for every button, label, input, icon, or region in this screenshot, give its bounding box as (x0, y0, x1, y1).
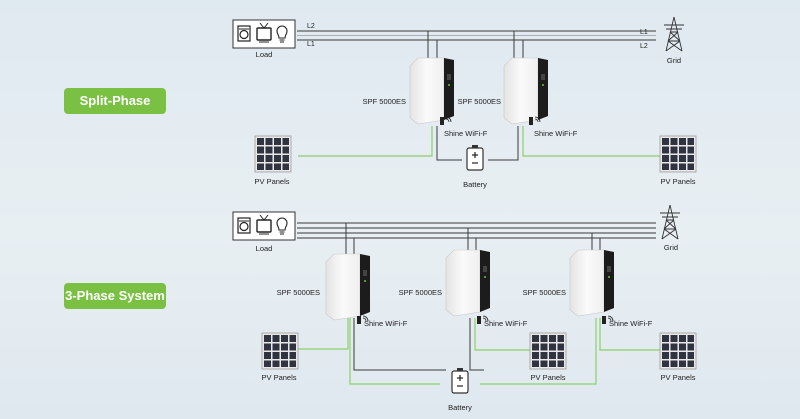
split-inverter-2 (503, 57, 549, 125)
three-phase-pv-3-label: PV Panels (660, 373, 696, 382)
three-phase-badge: 3-Phase System (64, 283, 166, 309)
split-inverter-1-label: SPF 5000ES (362, 97, 406, 106)
three-phase-pv-1-icon (261, 332, 299, 370)
three-phase-wifi-2-label: Shine WiFi-F (484, 319, 528, 328)
three-phase-wiring (297, 222, 660, 385)
split-load-label: Load (255, 50, 273, 59)
three-phase-battery-icon (451, 367, 469, 394)
split-phase-wiring (297, 30, 660, 161)
three-phase-inverter-2 (445, 249, 491, 317)
three-phase-inverter-3-label: SPF 5000ES (522, 288, 566, 297)
three-phase-pv-1-label: PV Panels (261, 373, 297, 382)
three-phase-load-label: Load (255, 244, 273, 253)
split-wire-l1-label: L1 (307, 41, 315, 48)
split-phase-badge: Split-Phase (64, 88, 166, 114)
split-pv-right-icon (659, 135, 697, 173)
split-battery-icon (466, 144, 484, 171)
three-phase-wifi-1-label: Shine WiFi-F (364, 319, 408, 328)
split-grid-wire-l2-label: L2 (640, 43, 648, 50)
three-phase-pv-3-icon (659, 332, 697, 370)
three-phase-inverter-1-label: SPF 5000ES (276, 288, 320, 297)
three-phase-inverter-2-label: SPF 5000ES (398, 288, 442, 297)
split-grid-wire-l1-label: L1 (640, 29, 648, 36)
three-phase-pv-2-label: PV Panels (530, 373, 566, 382)
three-phase-battery-label: Battery (448, 403, 472, 412)
split-pv-left-icon (254, 135, 292, 173)
three-phase-inverter-1 (325, 253, 371, 321)
split-wifi-1-label: Shine WiFi-F (444, 129, 488, 138)
split-wifi-2-label: Shine WiFi-F (534, 129, 578, 138)
three-phase-grid-label: Grid (663, 243, 679, 252)
split-pv-right-label: PV Panels (660, 177, 696, 186)
split-inverter-1 (409, 57, 455, 125)
split-wire-l2-label: L2 (307, 23, 315, 30)
split-load-icon (232, 19, 296, 49)
split-grid-label: Grid (666, 56, 682, 65)
split-battery-label: Battery (463, 180, 487, 189)
three-phase-grid-pylon-icon (659, 204, 681, 240)
split-pv-left-label: PV Panels (254, 177, 290, 186)
three-phase-pv-2-icon (529, 332, 567, 370)
split-grid-pylon-icon (663, 16, 685, 52)
three-phase-wifi-3-label: Shine WiFi-F (609, 319, 653, 328)
three-phase-load-icon (232, 211, 296, 241)
three-phase-inverter-3 (569, 249, 615, 317)
split-inverter-2-label: SPF 5000ES (457, 97, 501, 106)
